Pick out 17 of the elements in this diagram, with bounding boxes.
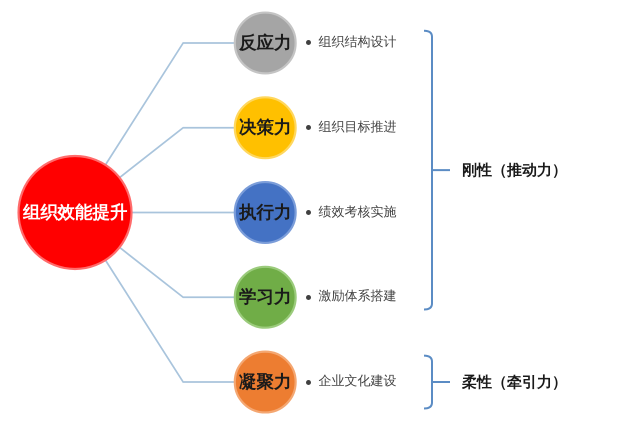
bracket-label: 柔性（牵引力） xyxy=(462,372,567,392)
list-item-text: 组织结构设计 xyxy=(318,34,397,52)
circle-node: 学习力 xyxy=(234,266,297,329)
circle-node: 凝聚力 xyxy=(234,350,297,414)
list-item-text: 企业文化建设 xyxy=(318,373,397,392)
circle-node: 反应力 xyxy=(234,11,297,74)
list-item-text: 组织目标推进 xyxy=(318,118,397,137)
connector-line xyxy=(118,246,235,298)
list-item-text: 激励体系搭建 xyxy=(318,288,397,306)
circle-node: 决策力 xyxy=(234,96,297,160)
list-item-text: 绩效考核实施 xyxy=(318,204,397,222)
connector-line xyxy=(132,212,235,214)
connector-line xyxy=(104,42,235,166)
connector-line xyxy=(118,126,235,178)
connector-line xyxy=(104,260,235,383)
bracket-label: 刚性（推动力） xyxy=(462,160,567,180)
circle-node: 组织效能提升 xyxy=(17,154,133,270)
